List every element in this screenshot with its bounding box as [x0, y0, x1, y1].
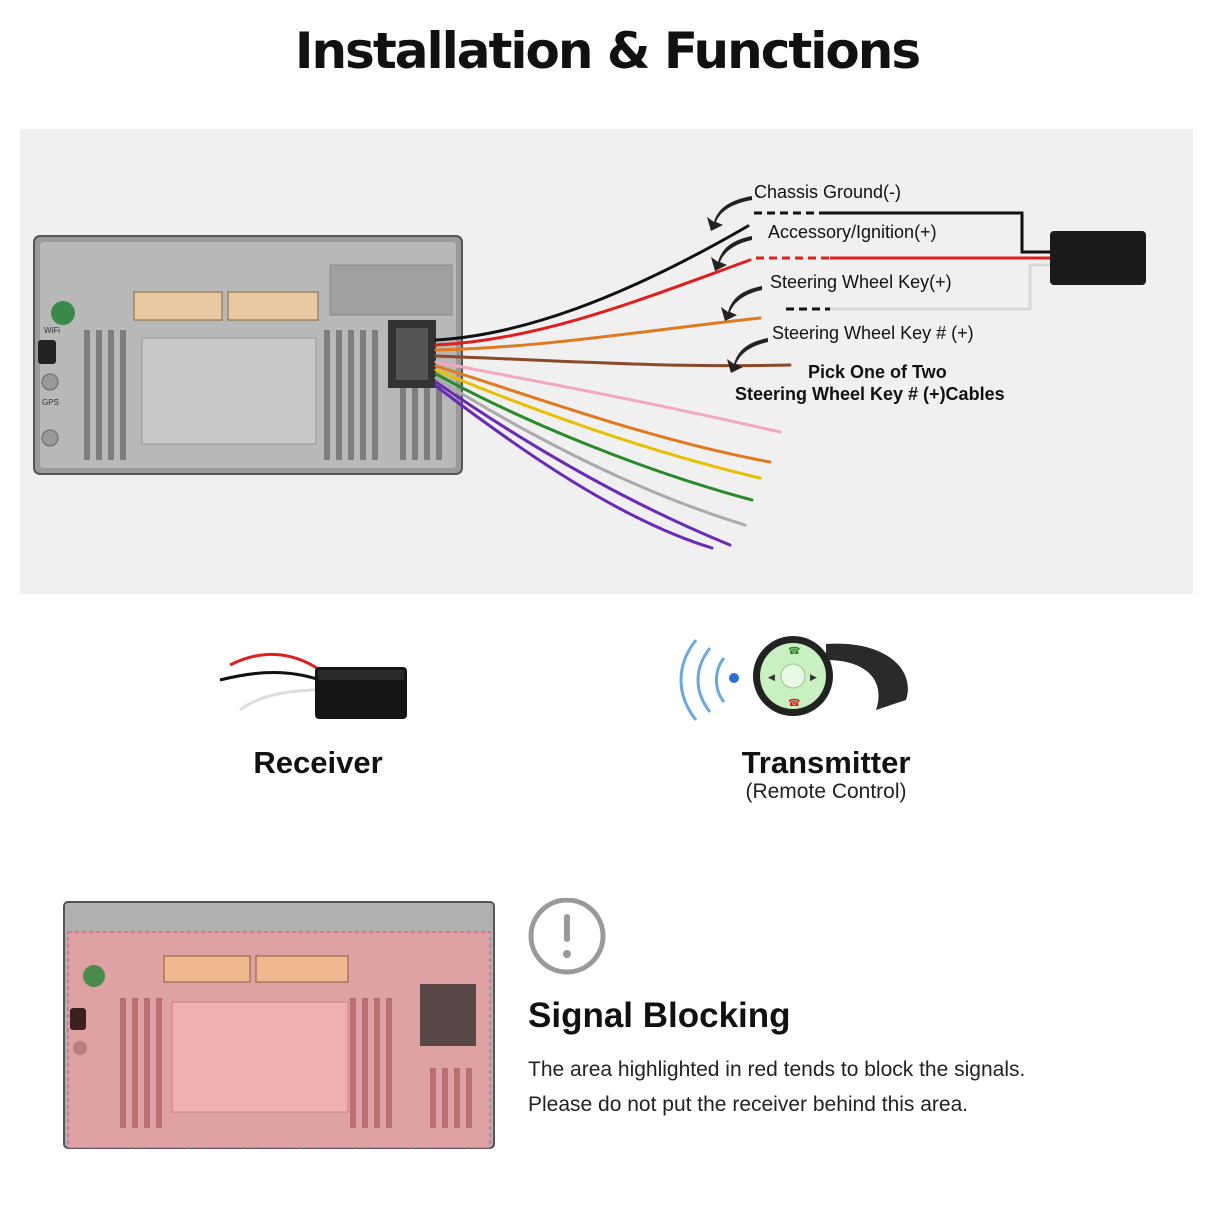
- gps-port-label: GPS: [42, 398, 59, 407]
- page-title: Installation & Functions: [294, 22, 921, 80]
- wire-label-steering-wheel-key: Steering Wheel Key(+): [770, 272, 952, 292]
- signal-blocking-title: Signal Blocking: [528, 996, 791, 1035]
- signal-blocking-image: [63, 901, 495, 1149]
- wire-label-steering-wheel-key-alt: Steering Wheel Key # (+): [772, 323, 974, 343]
- arrow-icons: [707, 196, 768, 373]
- note-line-1: Pick One of Two: [808, 362, 947, 382]
- svg-text:◀: ◀: [768, 672, 775, 682]
- transmitter-image: ☎ ☎ ◀ ▶: [679, 636, 908, 721]
- transmitter-label: Transmitter: [741, 745, 911, 780]
- receiver-image: [219, 652, 407, 719]
- note-line-2: Steering Wheel Key # (+)Cables: [735, 384, 1005, 404]
- svg-text:☎: ☎: [788, 646, 800, 657]
- transmitter-sublabel: (Remote Control): [745, 780, 907, 803]
- wire-label-accessory-ignition: Accessory/Ignition(+): [768, 222, 937, 242]
- warning-icon: [528, 898, 606, 975]
- head-unit-rear: WiFi GPS: [33, 235, 463, 475]
- svg-text:▶: ▶: [810, 672, 817, 682]
- receiver-module-diagram: [1050, 231, 1146, 285]
- signal-blocking-line-2: Please do not put the receiver behind th…: [528, 1093, 969, 1116]
- receiver-connections: [754, 211, 1055, 311]
- wire-label-chassis-ground: Chassis Ground(-): [754, 182, 902, 202]
- wifi-port-label: WiFi: [44, 326, 60, 335]
- wireless-signal-icon: [679, 639, 726, 721]
- receiver-label: Receiver: [253, 745, 383, 780]
- signal-blocking-line-1: The area highlighted in red tends to blo…: [528, 1058, 1026, 1081]
- svg-text:☎: ☎: [788, 698, 800, 709]
